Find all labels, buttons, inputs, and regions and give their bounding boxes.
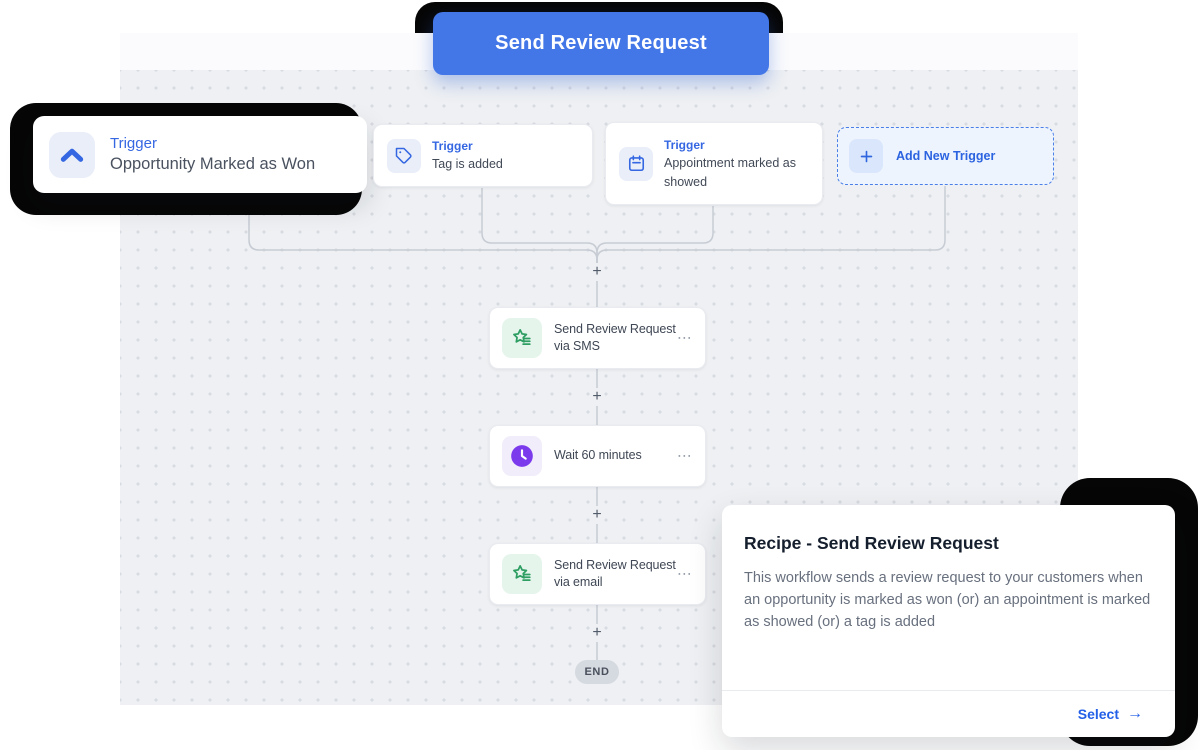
trigger-label: Trigger [664, 138, 705, 153]
select-button[interactable]: Select → [1072, 705, 1149, 723]
trigger-title: Opportunity Marked as Won [110, 154, 316, 173]
clock-icon [502, 436, 542, 476]
arrow-right-icon: → [1127, 705, 1143, 722]
trigger-card-appointment[interactable]: Trigger Appointment marked as showed [605, 122, 823, 205]
recipe-footer: Select → [722, 690, 1175, 737]
recipe-description: This workflow sends a review request to … [744, 570, 1151, 631]
trigger-title: Appointment marked as showed [664, 156, 797, 189]
tag-icon [387, 138, 421, 173]
end-marker: END [575, 660, 619, 684]
plus-icon [849, 139, 883, 173]
add-node-button[interactable]: + [592, 506, 602, 523]
trigger-card-opportunity[interactable]: Trigger Opportunity Marked as Won [33, 116, 367, 193]
add-node-button[interactable]: + [592, 388, 602, 405]
node-menu-button[interactable]: ⋯ [677, 565, 693, 583]
action-title: Send Review Request via SMS [554, 321, 676, 354]
select-label: Select [1077, 706, 1119, 722]
node-menu-button[interactable]: ⋯ [677, 447, 693, 465]
trigger-label: Trigger [110, 134, 157, 152]
action-node-send-email[interactable]: Send Review Request via email ⋯ [489, 543, 706, 605]
node-menu-button[interactable]: ⋯ [677, 329, 693, 347]
review-star-icon [502, 554, 542, 594]
recipe-title: Recipe - Send Review Request [744, 533, 999, 553]
calendar-icon [619, 146, 653, 181]
trigger-title: Tag is added [432, 157, 503, 172]
action-node-wait[interactable]: Wait 60 minutes ⋯ [489, 425, 706, 487]
action-title: Wait 60 minutes [554, 448, 642, 463]
trigger-label: Trigger [432, 139, 473, 154]
trigger-card-tag[interactable]: Trigger Tag is added [373, 124, 593, 187]
add-node-button[interactable]: + [592, 624, 602, 641]
chevron-up-icon [49, 131, 95, 178]
action-node-send-sms[interactable]: Send Review Request via SMS ⋯ [489, 307, 706, 369]
recipe-card: Recipe - Send Review Request This workfl… [722, 505, 1175, 737]
add-trigger-label: Add New Trigger [896, 149, 996, 163]
workflow-title-button[interactable]: Send Review Request [433, 12, 769, 75]
add-node-button[interactable]: + [592, 263, 602, 280]
add-new-trigger-button[interactable]: Add New Trigger [837, 127, 1054, 185]
action-title: Send Review Request via email [554, 557, 676, 590]
review-star-icon [502, 318, 542, 358]
